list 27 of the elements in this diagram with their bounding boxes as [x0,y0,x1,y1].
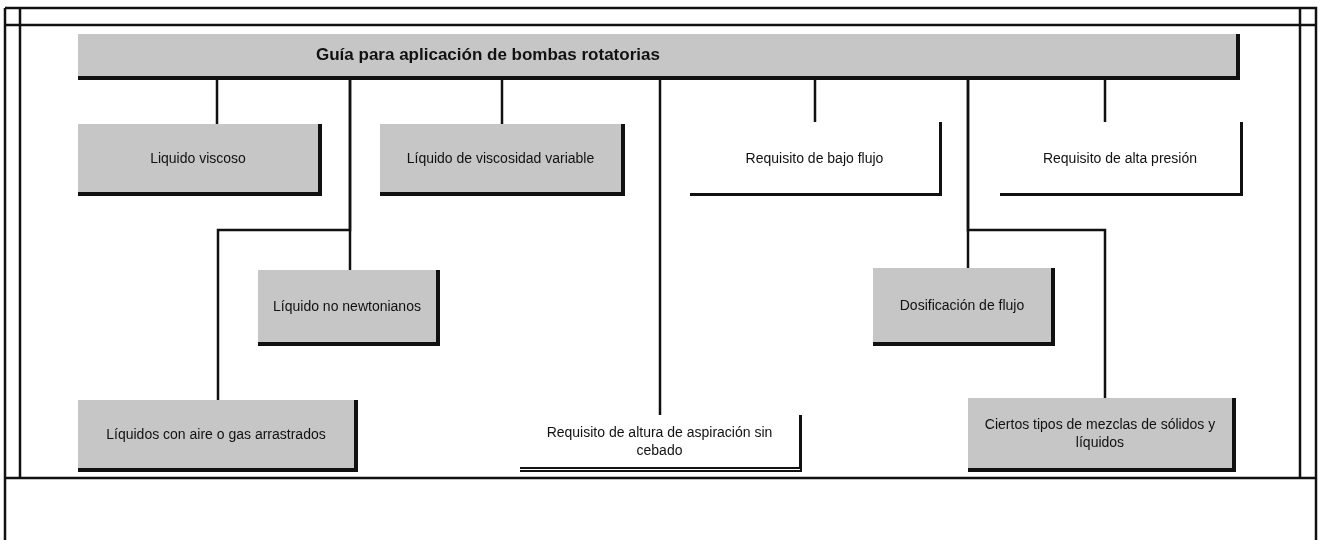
category-box [78,124,322,196]
node-label: Requisito de alta presión [1041,148,1199,167]
connector-line [966,80,1107,398]
category-box [258,270,440,346]
category-box [520,415,802,472]
category-box [78,400,358,472]
title-bar [78,34,1240,80]
category-box [1000,122,1243,196]
connector-line [215,80,219,124]
connector-line [658,80,662,415]
title-text: Guía para aplicación de bombas rotatorias [315,46,661,64]
connector-line [500,80,504,124]
category-box [968,398,1236,472]
connector-line [216,80,352,400]
category-box [873,268,1055,346]
node-label: Requisito de bajo flujo [744,148,885,167]
node-label: Líquido no newtonianos [272,297,422,315]
node-label: Líquido de viscosidad variable [405,149,596,167]
category-box [380,124,625,196]
node-label: Ciertos tipos de mezclas de sólidos y líquidos [983,415,1217,451]
node-label: Liquido viscoso [149,149,247,167]
category-box [690,122,942,196]
connector-line [1103,80,1107,122]
connector-line [813,80,817,122]
node-label: Requisito de altura de aspiración sin cebado [545,423,774,459]
node-label: Dosificación de flujo [898,296,1026,314]
node-label: Líquidos con aire o gas arrastrados [105,425,327,443]
